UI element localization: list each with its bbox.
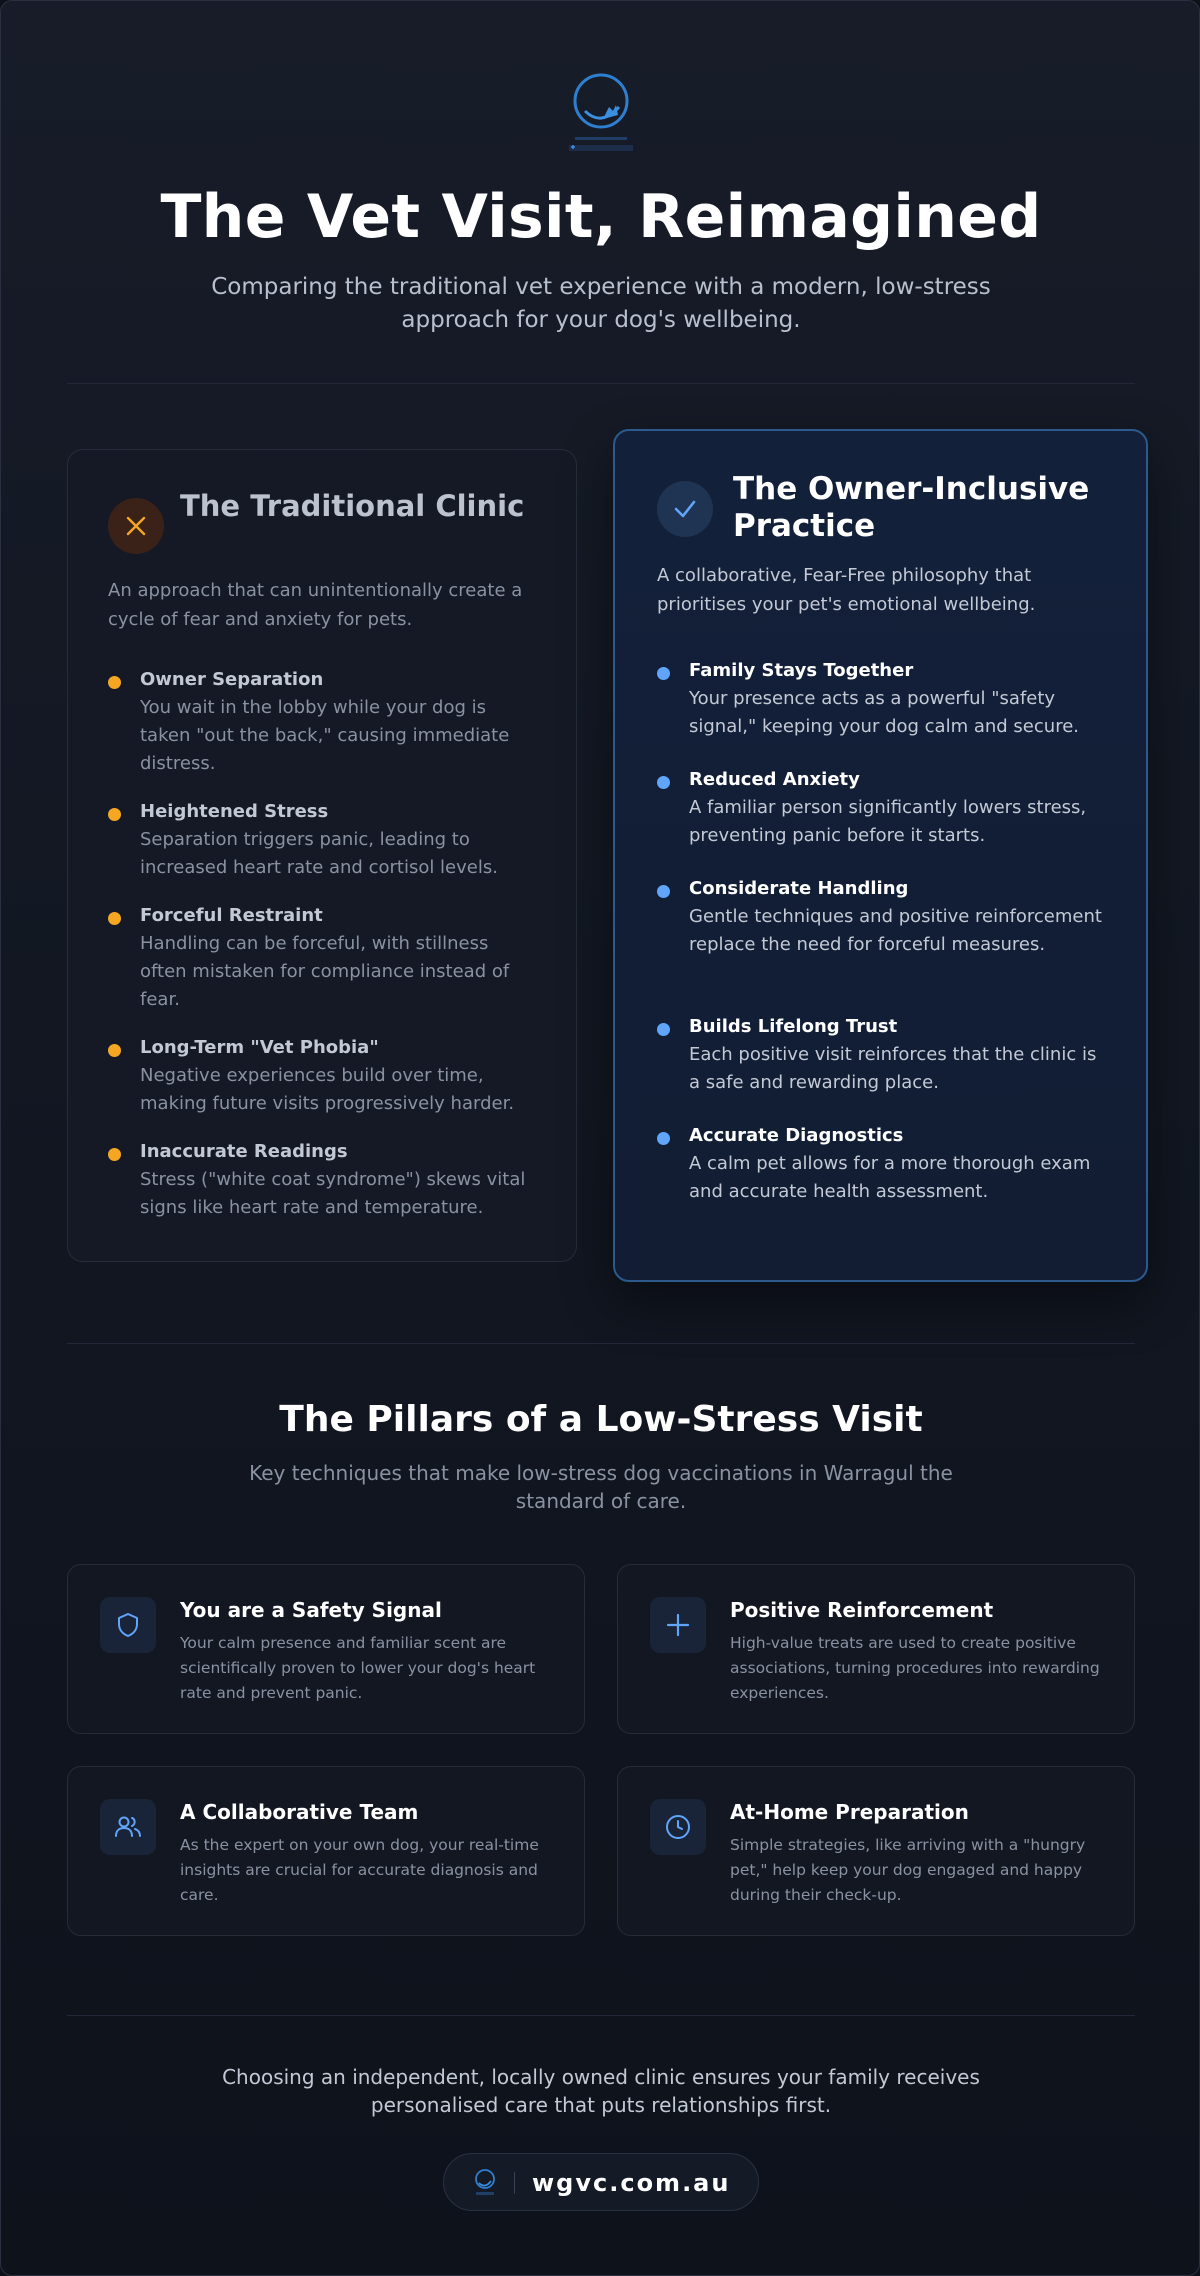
point-body: Your presence acts as a powerful "safety… [689, 688, 1079, 737]
point-title: Long-Term "Vet Phobia" [140, 1037, 379, 1058]
page-title: The Vet Visit, Reimagined [160, 182, 1042, 252]
users-icon [100, 1799, 156, 1855]
point-body: You wait in the lobby while your dog is … [140, 697, 510, 774]
point-body: Separation triggers panic, leading to in… [140, 829, 498, 878]
point-title: Family Stays Together [689, 660, 914, 681]
check-icon [657, 481, 713, 537]
card-description: An approach that can unintentionally cre… [108, 580, 523, 630]
card-title: The Traditional Clinic [180, 489, 525, 523]
pillar-card: You are a Safety Signal Your calm presen… [67, 1564, 585, 1734]
divider [67, 383, 1135, 384]
point-title: Considerate Handling [689, 878, 909, 899]
point-title: Inaccurate Readings [140, 1141, 348, 1162]
pillar-title: You are a Safety Signal [180, 1598, 442, 1622]
pillar-card: A Collaborative Team As the expert on yo… [67, 1766, 585, 1936]
bullet-dot-icon [108, 1044, 121, 1057]
clinic-logo-icon [569, 73, 633, 151]
point-body: Each positive visit reinforces that the … [689, 1044, 1097, 1093]
bullet-dot-icon [657, 667, 670, 680]
point-title: Accurate Diagnostics [689, 1125, 904, 1146]
website-url[interactable]: wgvc.com.au [532, 2169, 731, 2197]
bullet-dot-icon [657, 885, 670, 898]
card-title: The Owner-Inclusive Practice [733, 471, 1090, 544]
divider [67, 2015, 1135, 2016]
point-title: Forceful Restraint [140, 905, 323, 926]
pillar-body: Your calm presence and familiar scent ar… [180, 1634, 536, 1702]
bullet-dot-icon [108, 912, 121, 925]
point-title: Owner Separation [140, 669, 324, 690]
pillar-title: A Collaborative Team [180, 1800, 419, 1824]
pillar-body: High-value treats are used to create pos… [730, 1634, 1100, 1702]
website-link[interactable]: wgvc.com.au [443, 2153, 759, 2211]
point-body: Handling can be forceful, with stillness… [140, 933, 510, 1010]
pillar-title: Positive Reinforcement [730, 1598, 994, 1622]
point-body: Negative experiences build over time, ma… [140, 1065, 515, 1114]
clinic-logo-icon [475, 2169, 495, 2195]
section-subtitle: Key techniques that make low-stress dog … [249, 1461, 953, 1513]
bullet-dot-icon [108, 1148, 121, 1161]
clock-icon [650, 1799, 706, 1855]
point-body: Gentle techniques and positive reinforce… [689, 906, 1102, 955]
pillar-card: At-Home Preparation Simple strategies, l… [617, 1766, 1135, 1936]
bullet-dot-icon [108, 808, 121, 821]
bullet-dot-icon [657, 776, 670, 789]
traditional-clinic-card: The Traditional Clinic An approach that … [67, 449, 577, 1262]
bullet-dot-icon [657, 1023, 670, 1036]
point-body: A familiar person significantly lowers s… [689, 797, 1087, 846]
point-body: Stress ("white coat syndrome") skews vit… [140, 1169, 526, 1218]
pillar-body: Simple strategies, like arriving with a … [730, 1836, 1086, 1904]
divider [67, 1343, 1135, 1344]
pillar-body: As the expert on your own dog, your real… [180, 1836, 539, 1904]
footer-text: Choosing an independent, locally owned c… [222, 2065, 980, 2117]
point-body: A calm pet allows for a more thorough ex… [689, 1153, 1091, 1202]
point-title: Heightened Stress [140, 801, 329, 822]
bullet-dot-icon [657, 1132, 670, 1145]
point-title: Reduced Anxiety [689, 769, 860, 790]
x-icon [108, 498, 164, 554]
point-title: Builds Lifelong Trust [689, 1016, 898, 1037]
pillar-card: Positive Reinforcement High-value treats… [617, 1564, 1135, 1734]
page-subtitle: Comparing the traditional vet experience… [211, 274, 991, 333]
section-title: The Pillars of a Low-Stress Visit [279, 1399, 923, 1440]
bullet-dot-icon [108, 676, 121, 689]
card-description: A collaborative, Fear-Free philosophy th… [657, 565, 1036, 615]
separator [514, 2172, 515, 2194]
shield-icon [100, 1597, 156, 1653]
pillar-title: At-Home Preparation [730, 1800, 969, 1824]
owner-inclusive-card: The Owner-Inclusive Practice A collabora… [613, 429, 1148, 1282]
plus-icon [650, 1597, 706, 1653]
